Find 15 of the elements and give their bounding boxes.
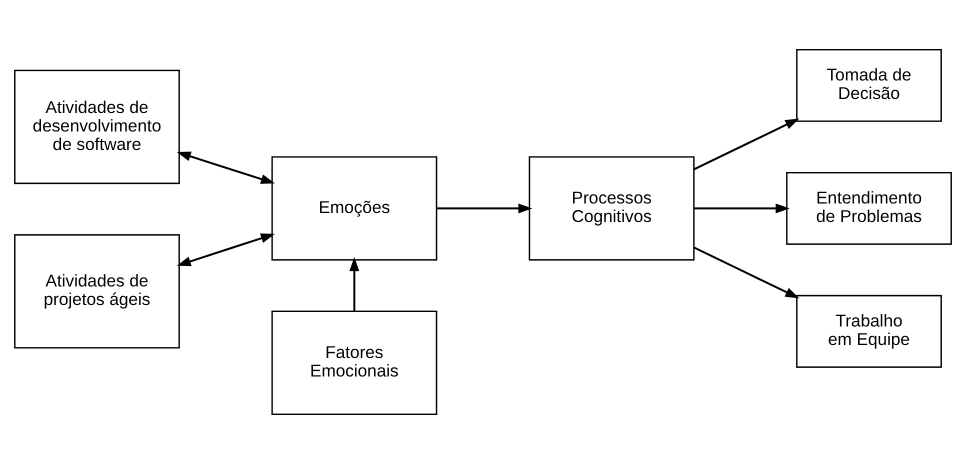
arrow bbox=[176, 152, 275, 184]
node-box: Processos Cognitivos bbox=[528, 156, 695, 261]
arrow bbox=[349, 257, 360, 311]
arrow bbox=[176, 234, 275, 266]
arrow bbox=[436, 204, 532, 214]
node-box: Fatores Emocionais bbox=[271, 310, 438, 415]
node-box: Trabalho em Equipe bbox=[796, 294, 942, 368]
node-box: Entendimento de Problemas bbox=[786, 172, 952, 245]
arrow bbox=[694, 204, 790, 214]
node-box: Emoções bbox=[271, 156, 438, 261]
arrow bbox=[694, 246, 800, 298]
node-box: Atividades de projetos ágeis bbox=[14, 234, 180, 349]
node-box: Tomada de Decisão bbox=[796, 49, 942, 122]
arrow bbox=[694, 118, 800, 170]
node-box: Atividades de desenvolvimento de software bbox=[14, 70, 180, 184]
